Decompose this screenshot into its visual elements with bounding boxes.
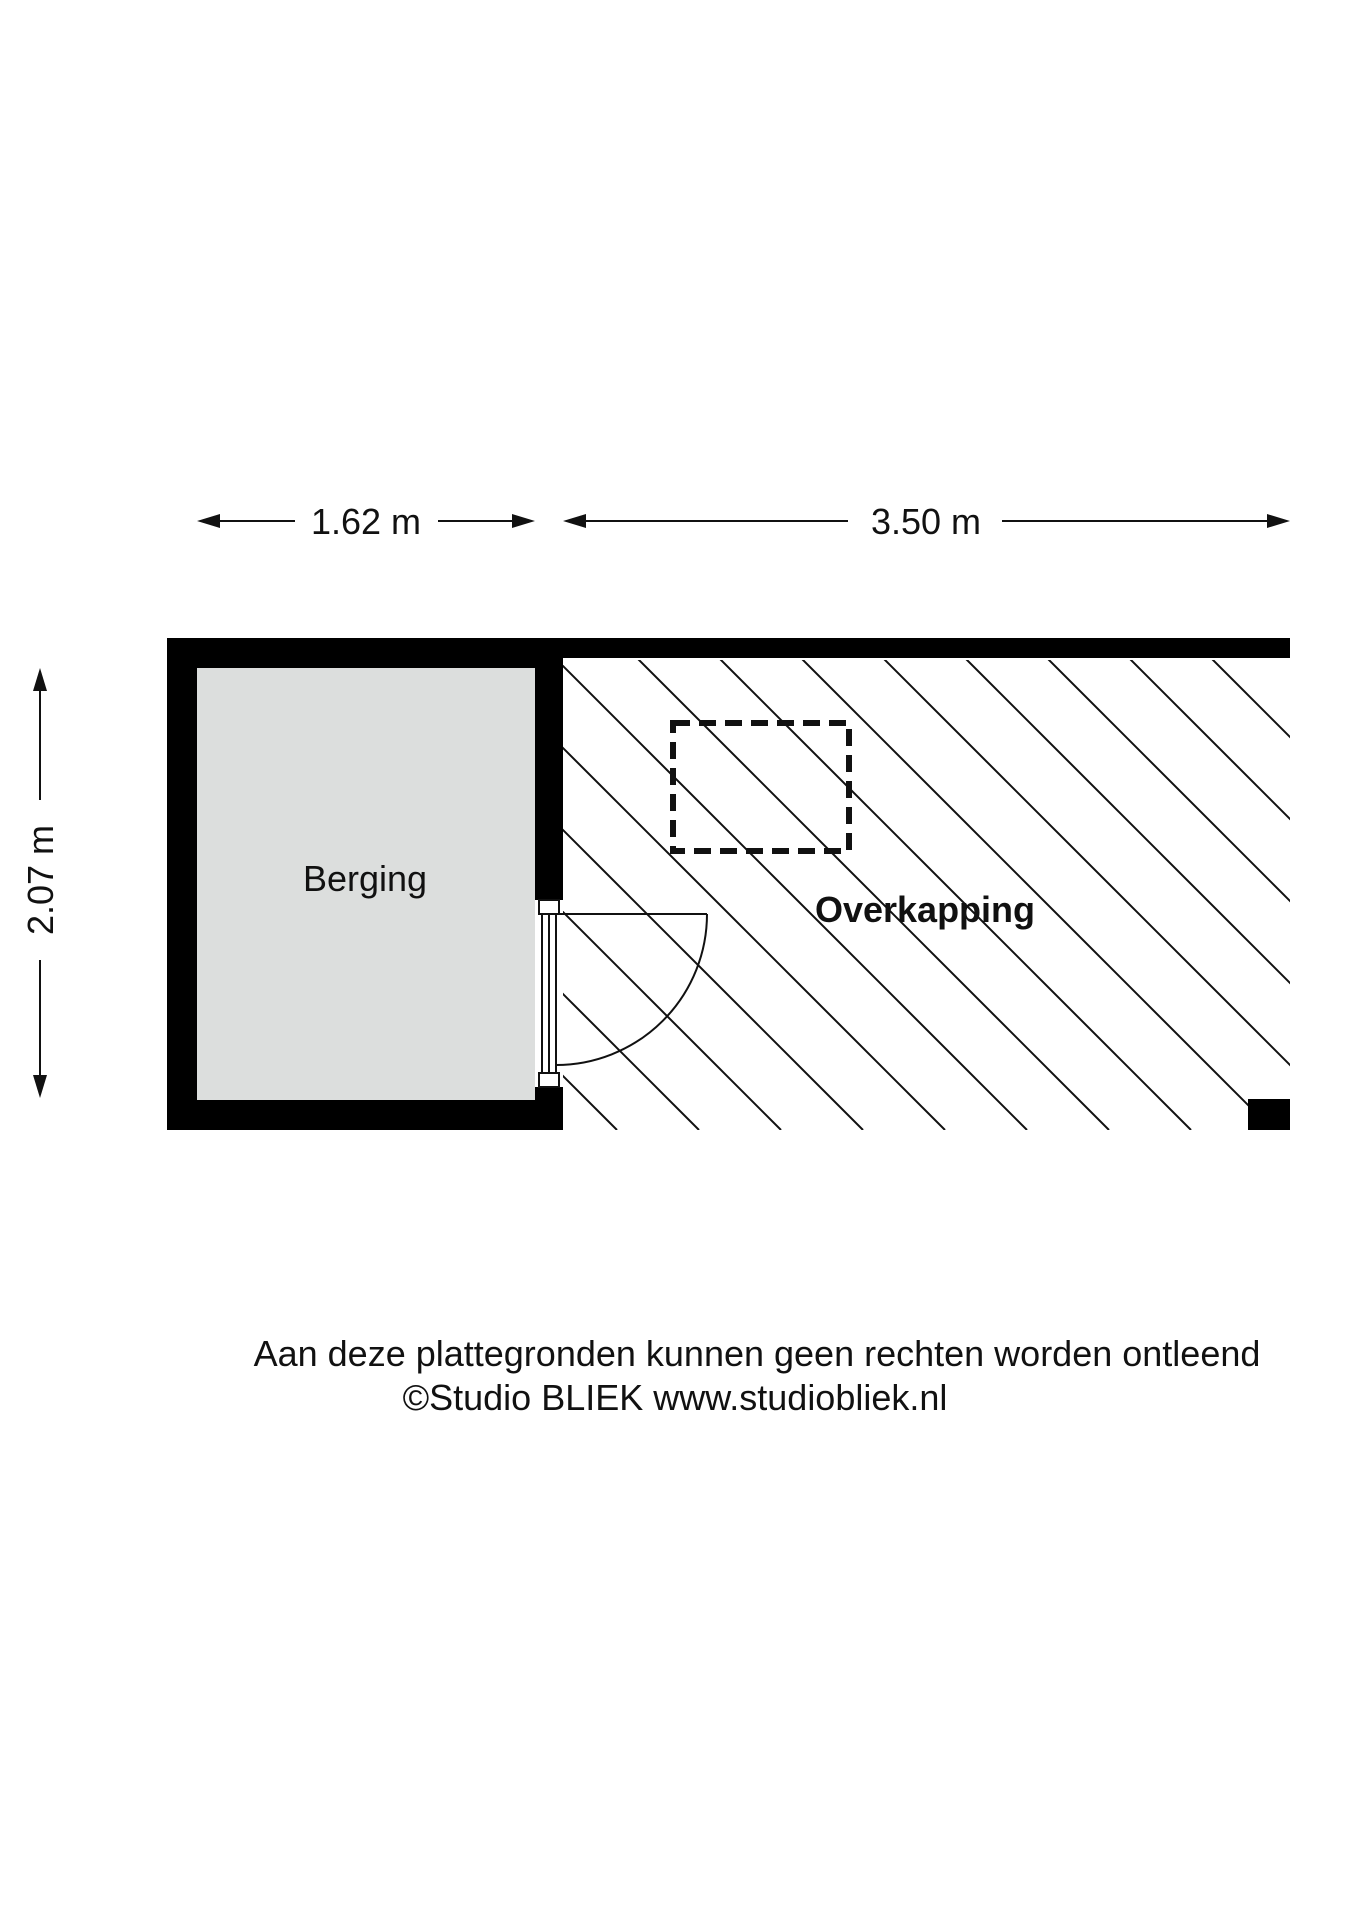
hatch-line [965,660,1290,985]
dimension-label-overkapping: 3.50 m [871,501,981,542]
skylight-outline [670,720,852,854]
wall-bottom [167,1100,563,1130]
dimension-berging-width: 1.62 m [197,501,535,542]
wall-partition-upper [535,638,563,900]
hatch-line [563,746,946,1130]
dimension-overkapping-width: 3.50 m [563,501,1290,542]
dimension-depth: 2.07 m [20,668,61,1098]
footer: Aan deze plattegronden kunnen geen recht… [0,1332,1358,1420]
hatch-line [563,828,864,1130]
wall-left [167,638,197,1130]
hatch-line [719,660,1192,1130]
hatch-line [883,660,1290,1067]
door [538,899,708,1088]
hatch-line [1129,660,1290,821]
hatch-line [1293,658,1358,1130]
wall-top-berging [167,638,563,668]
hatch-line [563,664,1028,1130]
hatch-line [801,660,1274,1130]
disclaimer-text: Aan deze plattegronden kunnen geen recht… [253,1333,1261,1374]
wall-partition-lower [535,1087,563,1130]
hatch-line [563,910,782,1130]
column-corner [1248,1099,1290,1130]
room-label-berging: Berging [303,858,427,899]
hatch-line [637,660,1110,1130]
hatch-line [1047,660,1290,903]
dimension-label-berging: 1.62 m [311,501,421,542]
room-label-overkapping: Overkapping [815,889,1035,930]
dimension-label-depth: 2.07 m [20,825,61,935]
copyright-text: ©Studio BLIEK www.studiobliek.nl [402,1377,948,1418]
berging-room [197,668,535,1100]
overkapping-hatch [563,658,1358,1130]
hatch-line [1211,660,1290,739]
wall-top-overkapping [563,638,1290,658]
